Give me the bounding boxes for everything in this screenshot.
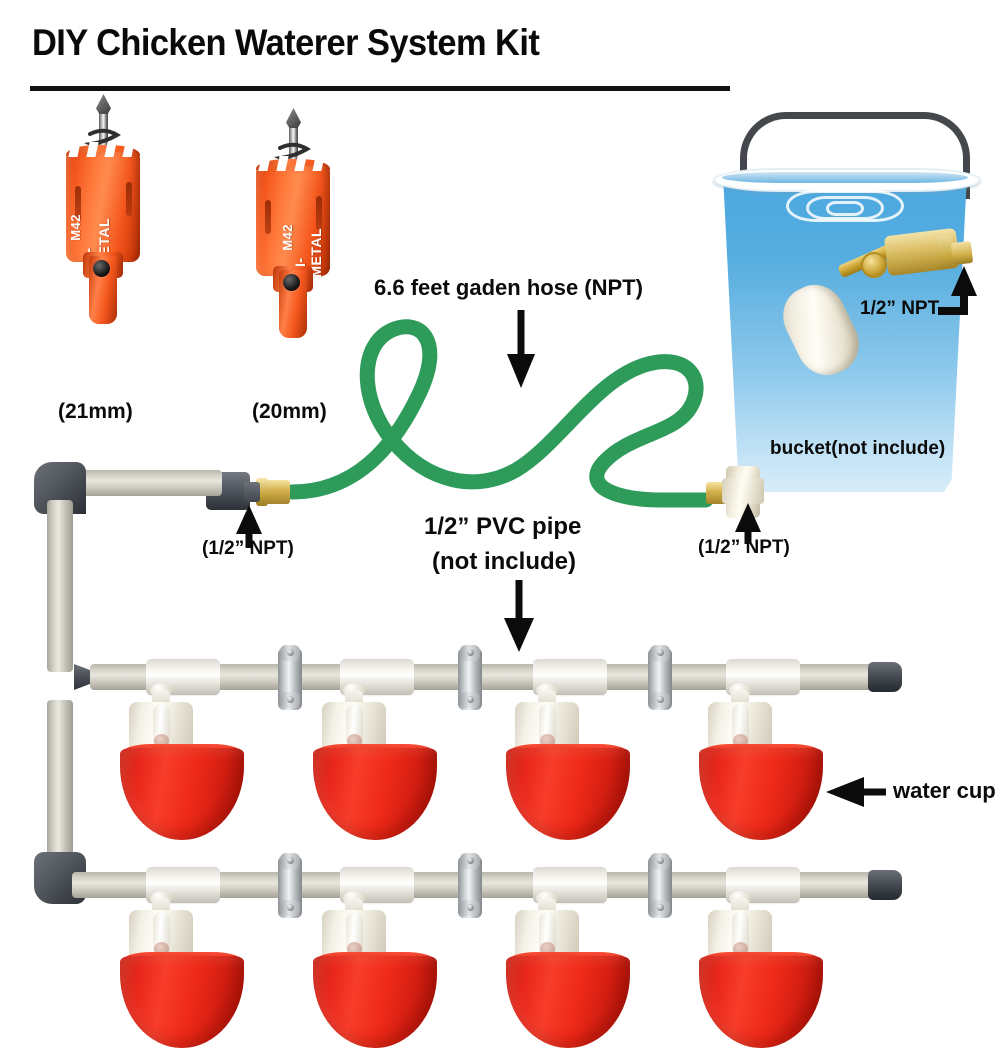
saw-setscrew-hole-20mm: [283, 274, 300, 291]
float-valve-outlet: [950, 240, 974, 266]
title-underline: [30, 86, 730, 91]
riser-pipe-lower: [47, 700, 73, 860]
pilot-bit-tip-20mm: [286, 108, 301, 128]
bucket-label: bucket(not include): [770, 438, 946, 459]
npt-right-label: (1/2” NPT): [698, 537, 790, 558]
water-ripple-mid: [806, 196, 884, 220]
water-ripple-inner: [826, 201, 864, 216]
pipe-end-cap-row1: [868, 662, 902, 692]
pilot-bit-20mm: [289, 120, 298, 182]
tee-fitting: [43, 650, 77, 704]
hole-saw-20mm-caption: (20mm): [252, 400, 327, 423]
bucket-rim-inner: [722, 172, 968, 183]
page-title: DIY Chicken Waterer System Kit: [32, 22, 540, 63]
float-valve-npt-label: 1/2” NPT: [860, 298, 940, 319]
pilot-bit-21mm: [99, 106, 108, 168]
hose-brass-fitting-left: [264, 480, 290, 504]
riser-pipe-upper: [47, 500, 73, 672]
feed-pipe-horizontal: [72, 470, 222, 496]
npt-left-label: (1/2” NPT): [202, 538, 294, 559]
float-pivot: [861, 252, 887, 278]
water-cup-arrow: [826, 777, 886, 807]
hose-path: [284, 319, 714, 508]
saw-setscrew-hole-21mm: [93, 260, 110, 277]
pipe-end-cap-row2: [868, 870, 902, 900]
water-cup-label: water cup: [893, 778, 996, 803]
pilot-bit-tip-21mm: [96, 94, 111, 114]
pvc-pipe-arrow: [504, 580, 534, 652]
pvc-pipe-label-line2: (not include): [432, 548, 576, 575]
hose-arrow: [507, 310, 535, 388]
bucket-handle: [740, 112, 970, 199]
hose-label: 6.6 feet gaden hose (NPT): [374, 275, 643, 300]
saw-grade-20mm: M42: [280, 224, 295, 251]
pvc-pipe-label-line1: 1/2” PVC pipe: [424, 513, 582, 540]
bulkhead-flange: [722, 478, 764, 504]
infographic-canvas: DIY Chicken Waterer System Kit BI-METAL …: [30, 22, 996, 1048]
saw-grade-21mm: M42: [68, 214, 83, 241]
hole-saw-21mm-caption: (21mm): [58, 400, 133, 423]
water-ripple-outer: [786, 190, 904, 222]
pipe-npt-adapter-thread: [244, 482, 260, 502]
